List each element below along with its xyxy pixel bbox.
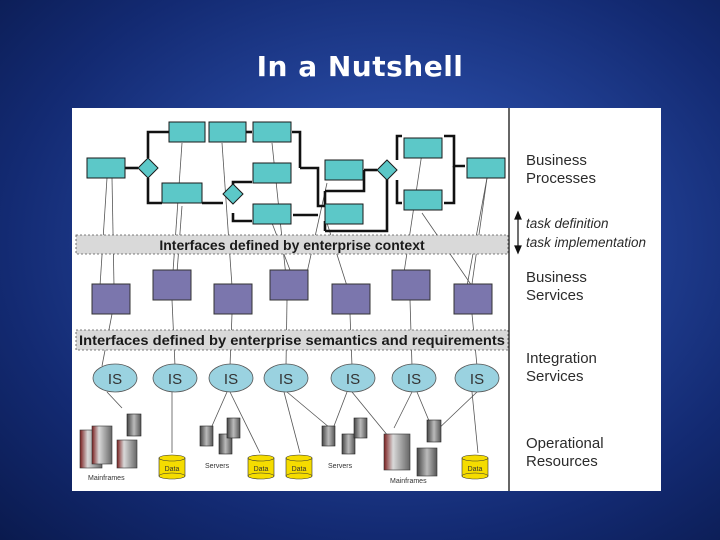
is-node: IS [208,363,254,393]
server-icon [353,417,368,439]
is-node: IS [92,363,138,393]
mainframe-icon [116,439,138,469]
process-box [324,159,364,181]
data-cylinder: Data [158,454,186,480]
decision-diamond [222,183,244,205]
enterprise-semantics-band-label: Interfaces defined by enterprise semanti… [79,332,505,348]
process-box [466,157,506,179]
mainframe-icon [91,425,113,465]
service-box [331,283,371,315]
layer-label-line: Services [526,368,584,385]
servers-caption: Servers [328,463,353,470]
process-box [161,182,203,204]
layer-label-business-processes: Business Processes [526,152,596,188]
is-label: IS [168,371,182,388]
process-box [252,121,292,143]
layer-label-line: Operational [526,435,604,452]
server-icon [226,417,241,439]
service-box [152,269,192,301]
mainframe-icon [383,433,411,471]
process-box [168,121,206,143]
server-icon [199,425,214,447]
process-box [403,137,443,159]
is-node: IS [454,363,500,393]
data-cylinder: Data [285,454,313,480]
task-boundary-arrow [514,210,522,255]
architecture-diagram: Interfaces defined by enterprise context… [75,108,522,491]
is-label: IS [346,371,360,388]
layer-label-line: Business [526,269,587,286]
service-box [391,269,431,301]
process-box [86,157,126,179]
is-label: IS [279,371,293,388]
service-box [91,283,131,315]
slide-title: In a Nutshell [256,50,464,83]
process-box [252,162,292,184]
process-box [403,189,443,211]
layer-label-operational-resources: Operational Resources [526,435,604,471]
mainframe-icon [416,447,438,477]
is-label: IS [224,371,238,388]
mainframes-left: Mainframes [79,413,142,482]
task-implementation-label: task implementation [526,235,647,250]
server-icon [126,413,142,437]
enterprise-context-band [75,234,509,255]
layer-label-integration-services: Integration Services [526,350,597,386]
business-service-boxes [91,269,493,315]
diagram-panel: Interfaces defined by enterprise context… [72,108,661,491]
enterprise-context-band-label: Interfaces defined by enterprise context [159,237,425,253]
enterprise-semantics-band [75,329,509,351]
process-box [208,121,247,143]
servers-group-1: Servers [199,417,241,470]
decision-diamond [137,157,159,179]
is-node: IS [263,363,309,393]
is-node: IS [330,363,376,393]
layer-label-line: Resources [526,453,598,470]
service-box [213,283,253,315]
data-cylinder: Data [461,454,489,480]
mainframes-right: Mainframes [383,419,442,485]
data-cylinder: Data [247,454,275,480]
servers-caption: Servers [205,463,230,470]
business-process-boxes [86,121,506,225]
is-node: IS [391,363,437,393]
server-icon [218,433,233,455]
integration-service-nodes: IS IS IS IS IS IS [92,363,500,393]
layer-label-line: Business [526,152,587,169]
servers-group-2: Servers [321,417,368,470]
server-icon [426,419,442,443]
layer-label-line: Processes [526,170,597,187]
layer-label-business-services: Business Services [526,269,587,305]
process-box [324,203,364,225]
data-label: Data [165,466,180,473]
mainframes-caption: Mainframes [390,478,427,485]
is-node: IS [152,363,198,393]
mainframes-caption: Mainframes [88,475,125,482]
server-icon [341,433,356,455]
process-box [252,203,292,225]
process-flow-lines [125,130,465,233]
decision-diamond [376,159,398,181]
service-box [453,283,493,315]
decision-diamonds [137,157,398,205]
data-label: Data [468,466,483,473]
task-definition-label: task definition [526,216,609,231]
layer-label-line: Services [526,287,584,304]
data-label: Data [254,466,269,473]
is-label: IS [470,371,484,388]
data-label: Data [292,466,307,473]
service-box [269,269,309,301]
is-label: IS [407,371,421,388]
is-label: IS [108,371,122,388]
data-stores: Data Data Data Data [158,454,489,480]
server-icon [321,425,336,447]
layer-label-line: Integration [526,350,597,367]
